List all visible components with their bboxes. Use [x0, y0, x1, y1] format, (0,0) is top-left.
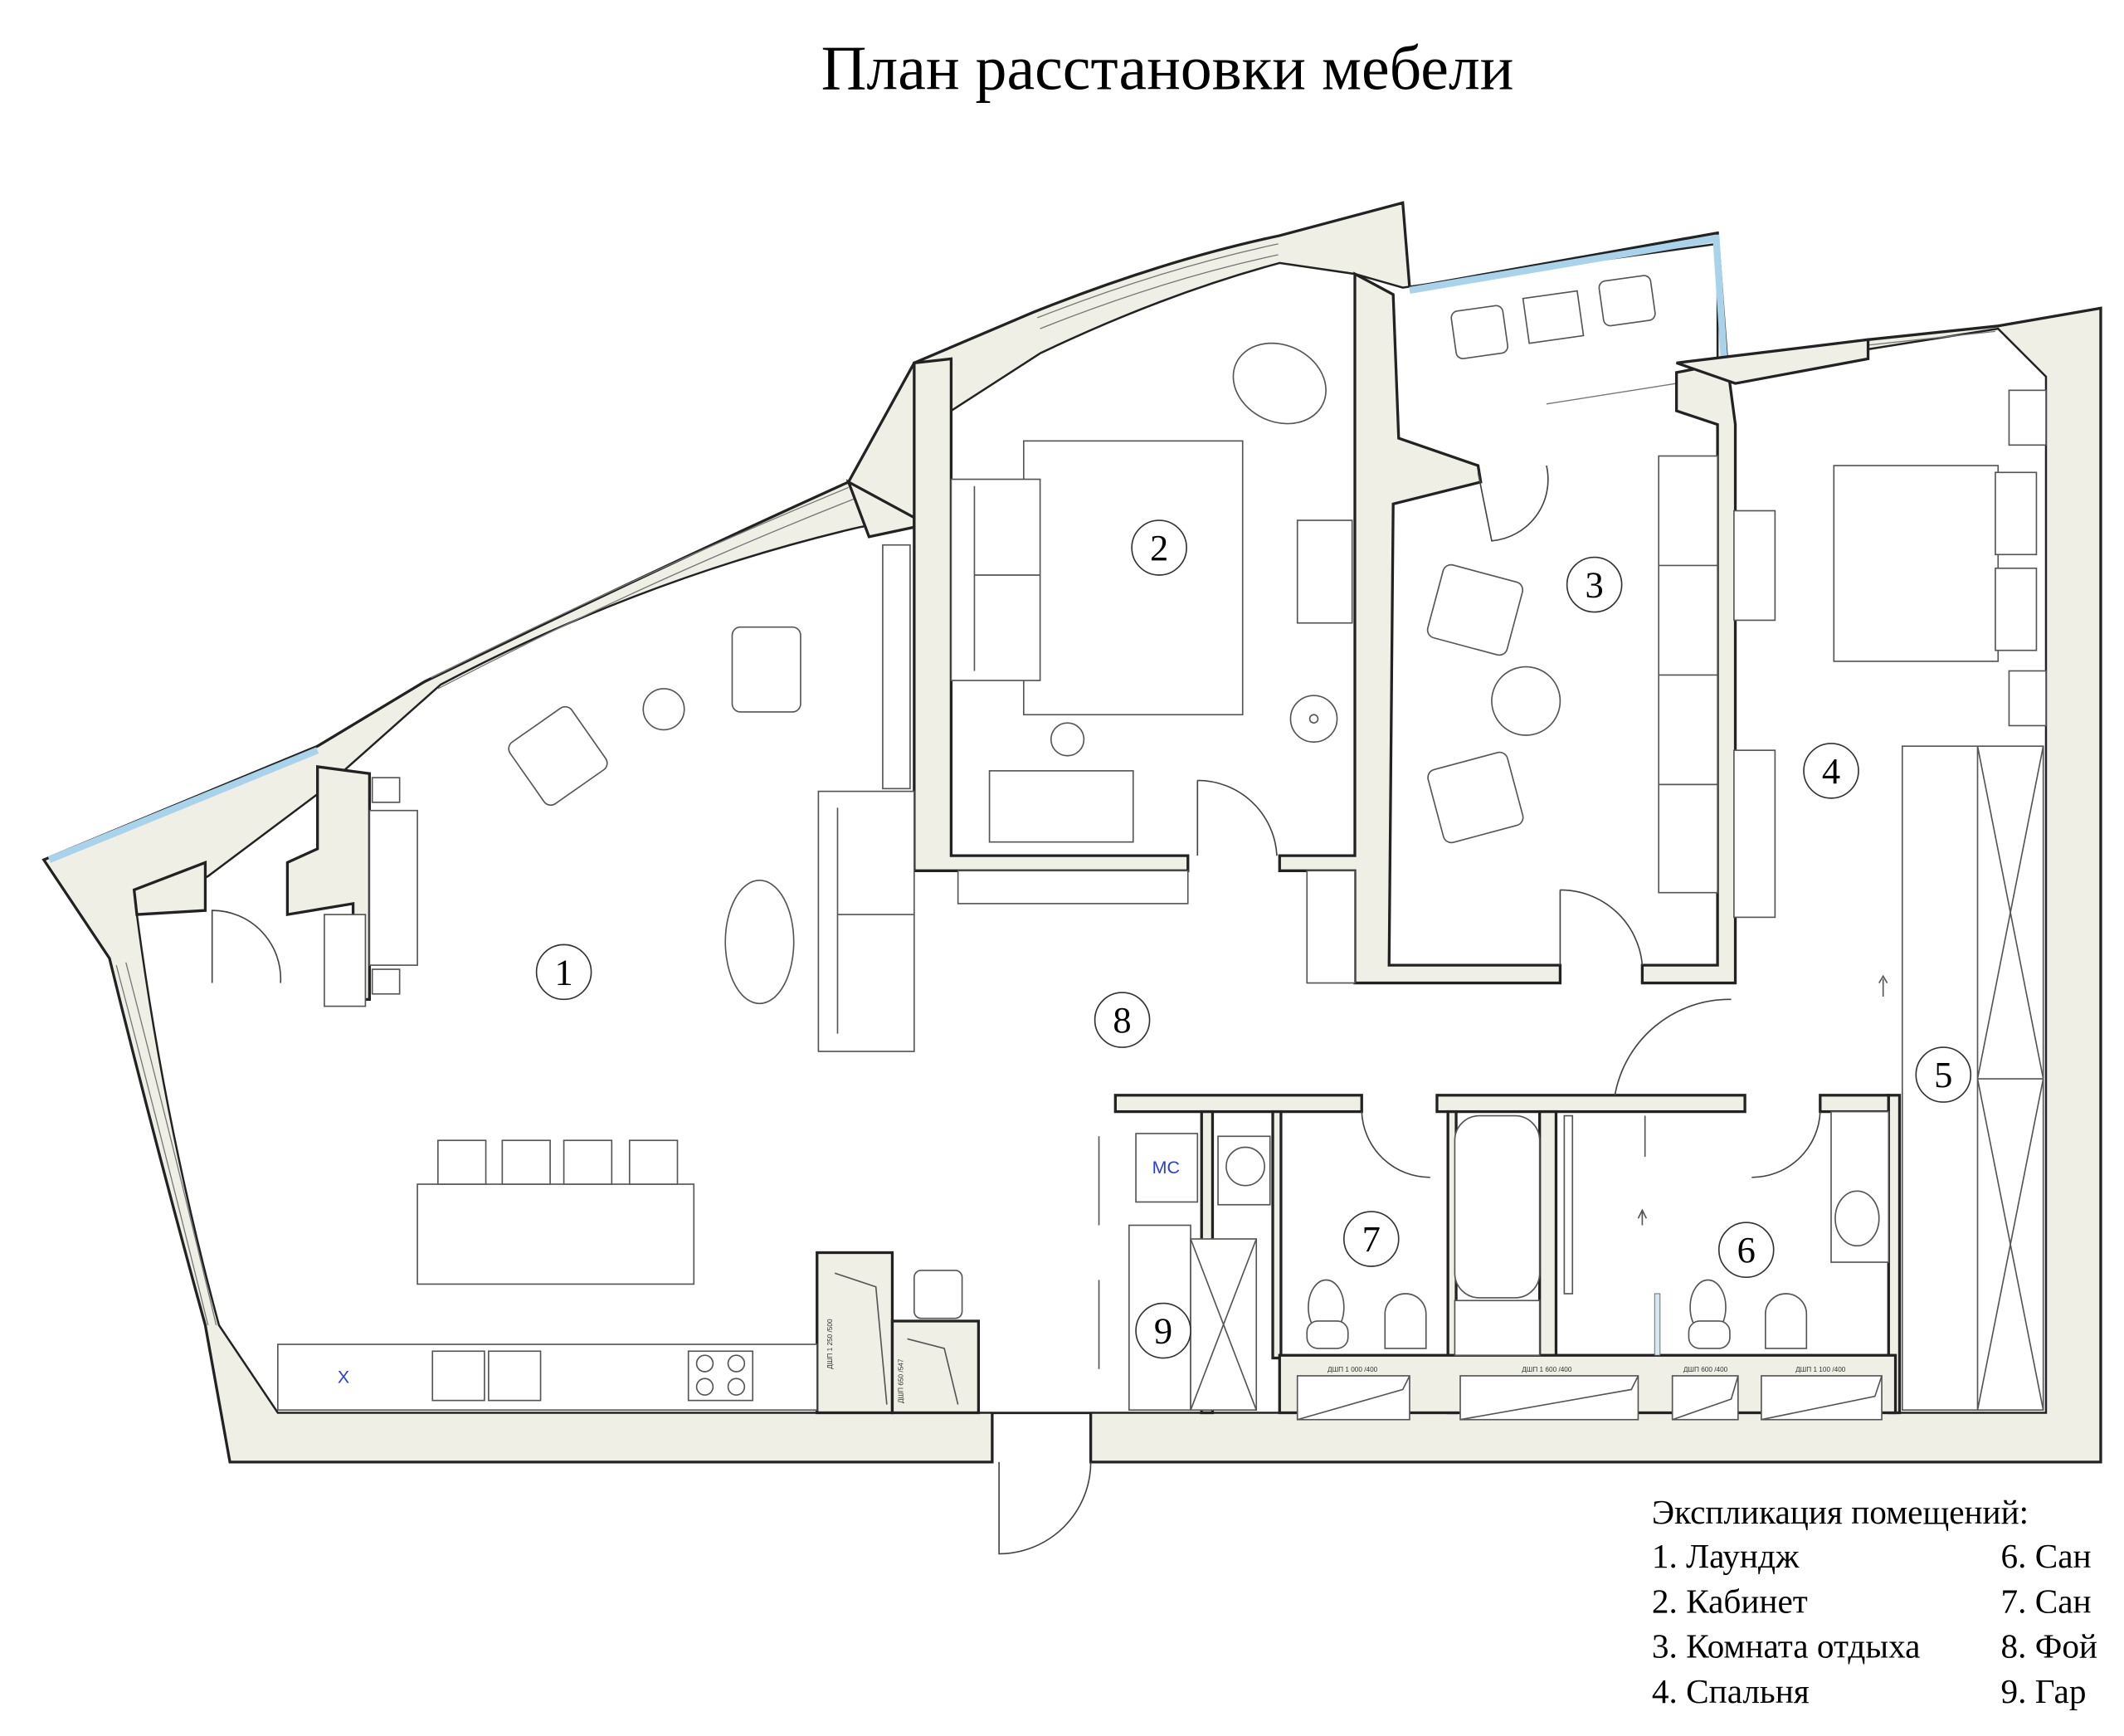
svg-text:6: 6: [1737, 1229, 1756, 1270]
legend-heading: Экспликация помещений:: [1652, 1493, 2029, 1531]
armchair: [731, 626, 801, 713]
legend-item: 3. Комната отдыха: [1652, 1627, 1921, 1665]
balcony-furniture: [1450, 275, 1656, 359]
rest-room-furniture: [1426, 455, 1718, 894]
legend-item: 7. Сан: [2001, 1582, 2092, 1620]
bedroom-furniture: [1733, 389, 2047, 1412]
svg-text:8: 8: [1113, 999, 1131, 1041]
svg-text:9: 9: [1154, 1310, 1172, 1352]
dshp-label: ДШП 1 250 /500: [826, 1319, 834, 1369]
armchair: [1232, 342, 1327, 425]
doors: [211, 465, 1821, 1555]
coffee-table: [1491, 666, 1561, 736]
rug: [1022, 440, 1244, 716]
room-labels: 1 2 3 4 5 6 7 8 9: [535, 519, 1972, 1359]
svg-text:5: 5: [1934, 1054, 1952, 1095]
dshp-label: ДШП 1 100 /400: [1795, 1366, 1846, 1373]
chair: [1050, 722, 1085, 757]
glazing-balcony: [1409, 234, 1728, 363]
legend-item: 9. Гар: [2001, 1672, 2087, 1710]
svg-text:4: 4: [1822, 750, 1840, 792]
room-label-5: 5: [1915, 1046, 1972, 1103]
glazing-left: [47, 747, 319, 863]
dshp-label: ДШП 1 000 /400: [1328, 1366, 1378, 1373]
armchair: [1426, 563, 1524, 656]
washer-label: МС: [1152, 1158, 1180, 1178]
tv-console: [368, 809, 418, 966]
room-label-7: 7: [1342, 1211, 1400, 1267]
room-label-2: 2: [1131, 519, 1187, 576]
dshp-shelves: ДШП 1 000 /400 ДШП 1 600 /400 ДШП 600 /4…: [1296, 1366, 1883, 1421]
sink: [431, 1350, 485, 1402]
legend-item: 1. Лаундж: [1652, 1537, 1800, 1575]
windows: [115, 243, 1996, 1326]
room-label-1: 1: [535, 944, 592, 1001]
kitchen-island: [417, 1183, 695, 1285]
bidet: [1384, 1293, 1427, 1349]
sink-marker: X: [338, 1368, 349, 1387]
bathroom-furniture: МС: [1098, 1110, 1890, 1412]
room-label-9: 9: [1135, 1302, 1191, 1359]
svg-text:1: 1: [554, 951, 572, 992]
armchair: [508, 705, 608, 807]
study-furniture: [950, 342, 1356, 984]
legend-item: 2. Кабинет: [1652, 1582, 1808, 1620]
side-table: [642, 688, 685, 731]
legend-item: 6. Сан: [2001, 1537, 2092, 1575]
dshp-label: ДШП 1 600 /400: [1522, 1366, 1572, 1373]
bidet: [1765, 1293, 1808, 1349]
svg-text:2: 2: [1150, 527, 1168, 568]
room-legend: Экспликация помещений: 1. Лаундж 2. Каби…: [1652, 1493, 2097, 1710]
svg-text:7: 7: [1362, 1218, 1381, 1260]
hob-icon: [687, 1350, 754, 1402]
legend-item: 4. Спальня: [1652, 1672, 1810, 1710]
sofa: [817, 790, 915, 1052]
legend-item: 8. Фой: [2001, 1627, 2097, 1665]
lounge-furniture: X ДШП 1 250 /500 ДШП 650 /547: [277, 544, 963, 1412]
wardrobe: [1658, 455, 1718, 894]
room-label-6: 6: [1717, 1222, 1775, 1279]
coffee-table: [724, 880, 795, 1005]
chair: [913, 1270, 963, 1319]
bed: [1833, 465, 2000, 662]
desk: [988, 770, 1134, 843]
room-label-3: 3: [1566, 556, 1623, 613]
sofa: [950, 478, 1041, 681]
armchair: [1427, 751, 1524, 844]
svg-text:3: 3: [1586, 564, 1604, 606]
room-label-8: 8: [1094, 992, 1151, 1048]
dshp-label: ДШП 600 /400: [1683, 1366, 1728, 1373]
bathtub: [1454, 1114, 1541, 1299]
dshp-label: ДШП 650 /547: [898, 1358, 905, 1403]
plan-title: План расстановки мебели: [821, 33, 1514, 103]
room-label-4: 4: [1803, 743, 1859, 799]
